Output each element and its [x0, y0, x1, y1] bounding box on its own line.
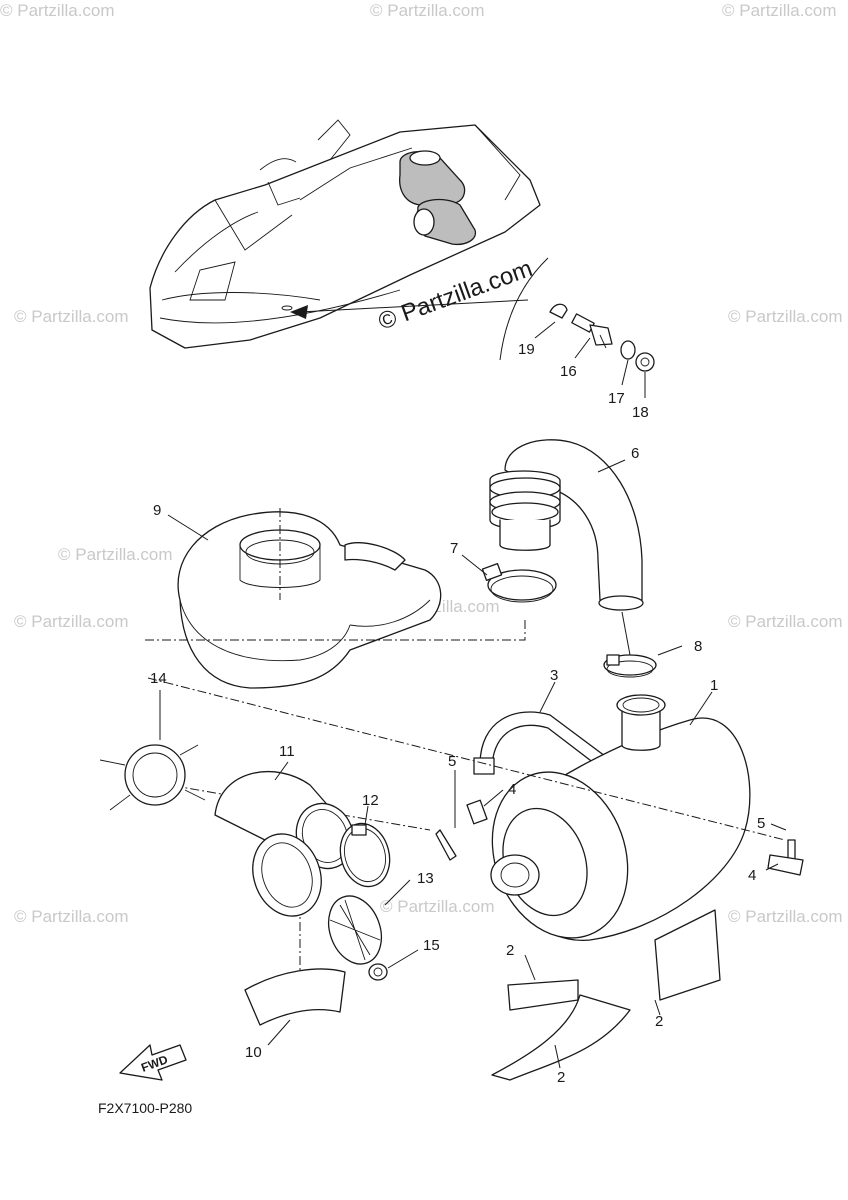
callout-10: 10 [245, 1044, 262, 1061]
callout-labels: 1 2 2 2 3 4 4 5 5 6 7 8 9 10 11 12 13 14… [150, 341, 765, 1086]
watermark-top-right: © Partzilla.com [722, 1, 837, 20]
callout-12: 12 [362, 792, 379, 809]
callout-11: 11 [279, 743, 295, 760]
callout-7: 7 [450, 540, 458, 557]
drain-fittings [534, 303, 655, 398]
callout-2-bottom: 2 [557, 1069, 565, 1086]
callout-5-mid: 5 [448, 753, 456, 770]
fwd-arrow-icon: FWD [119, 1044, 187, 1081]
muffler-1 [490, 691, 751, 941]
fasteners-4-5 [435, 770, 804, 876]
callout-16: 16 [560, 363, 577, 380]
watermark-left-1: © Partzilla.com [14, 307, 129, 326]
watermark-right-1: © Partzilla.com [728, 307, 843, 326]
assembly-line-c [147, 677, 786, 841]
hose-clamp-7 [461, 554, 557, 603]
watermark-left-3: © Partzilla.com [14, 907, 129, 926]
watermark-top-mid: © Partzilla.com [370, 1, 485, 20]
callout-13: 13 [417, 870, 434, 887]
callout-4-mid: 4 [508, 781, 516, 798]
callout-1: 1 [710, 677, 718, 694]
protector-sheets-2 [491, 909, 721, 1081]
hose-clamp-12 [339, 805, 391, 888]
callout-15: 15 [423, 937, 440, 954]
assembly-line-b [145, 618, 526, 641]
callout-18: 18 [632, 404, 649, 421]
gasket-13 [252, 833, 411, 965]
assembly-line-d [139, 779, 431, 831]
hose-clamp-8 [603, 611, 683, 678]
callout-2-right: 2 [655, 1013, 663, 1030]
callout-4-right: 4 [748, 867, 756, 884]
callout-2-top: 2 [506, 942, 514, 959]
nut-15 [368, 949, 419, 981]
watermark-left-2: © Partzilla.com [14, 612, 129, 631]
watermark-right-2: © Partzilla.com [728, 612, 843, 631]
callout-19: 19 [518, 341, 535, 358]
callout-17: 17 [608, 390, 625, 407]
watermark-mid-3: © Partzilla.com [380, 897, 495, 916]
diagram-code: F2X7100-P280 [98, 1100, 192, 1116]
watercraft-overview [149, 119, 549, 361]
watermark-mid-1: © Partzilla.com [58, 545, 173, 564]
sheet-10 [244, 968, 346, 1046]
exhaust-pipe-6 [489, 439, 644, 611]
callout-6: 6 [631, 445, 639, 462]
water-lock-9 [167, 511, 442, 689]
flange-14 [99, 690, 206, 811]
callout-5-right: 5 [757, 815, 765, 832]
callout-14: 14 [150, 670, 167, 687]
watermark-top-left: © Partzilla.com [0, 1, 115, 20]
callout-9: 9 [153, 502, 161, 519]
watermark-right-3: © Partzilla.com [728, 907, 843, 926]
callout-3: 3 [550, 667, 558, 684]
callout-8: 8 [694, 638, 702, 655]
